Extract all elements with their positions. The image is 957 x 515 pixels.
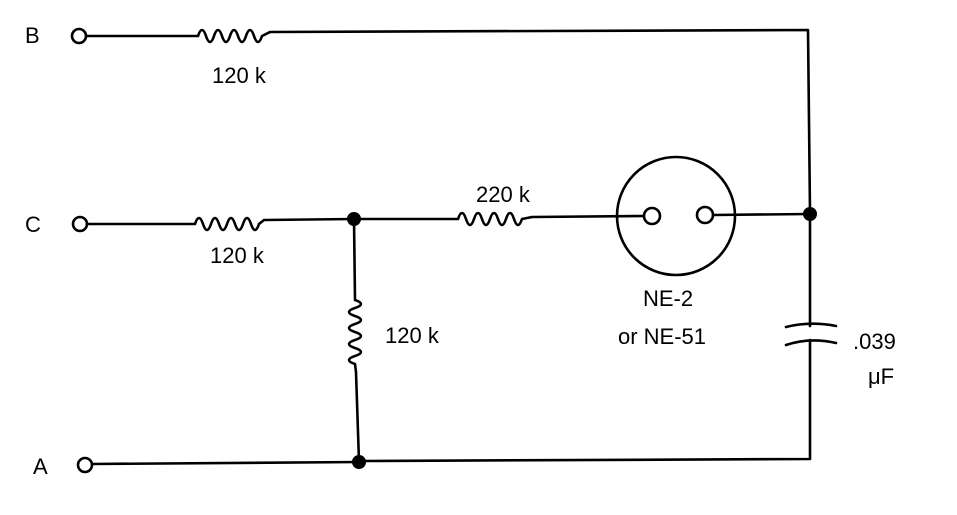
wire-b-top (268, 28, 812, 214)
resistor-b-label: 120 k (212, 63, 267, 88)
capacitor-plate-top (784, 322, 838, 329)
terminal-label-c: C (25, 212, 41, 237)
terminal-b (70, 27, 88, 45)
resistor-mid (456, 211, 533, 227)
terminal-label-b: B (25, 23, 40, 48)
capacitor-value-label: .039 (853, 329, 896, 354)
resistor-c (193, 216, 265, 232)
terminal-label-a: A (33, 454, 48, 479)
resistor-shunt (347, 298, 363, 373)
wire-shunt-bottom (354, 370, 361, 464)
wire-cap-bottom (358, 338, 812, 463)
lamp-label-1: NE-2 (643, 286, 693, 311)
junction-dot-right (803, 207, 817, 221)
resistor-b (196, 28, 271, 44)
capacitor-unit-label: μF (868, 364, 894, 389)
neon-lamp-electrode-left (642, 206, 662, 226)
lamp-label-2: or NE-51 (618, 324, 706, 349)
wire-lamp-out (711, 212, 812, 217)
terminal-c (71, 215, 89, 233)
resistor-c-label: 120 k (210, 243, 265, 268)
resistor-mid-label: 220 k (476, 182, 531, 207)
resistor-shunt-label: 120 k (385, 323, 440, 348)
junction-dot-c (347, 212, 361, 226)
wire-shunt-top (352, 217, 357, 302)
terminal-a (76, 456, 94, 474)
wire-a (90, 460, 362, 466)
junction-dot-a (352, 455, 366, 469)
wire-c-mid (262, 217, 460, 222)
wire-to-lamp (530, 214, 647, 219)
neon-lamp-electrode-right (695, 205, 715, 225)
